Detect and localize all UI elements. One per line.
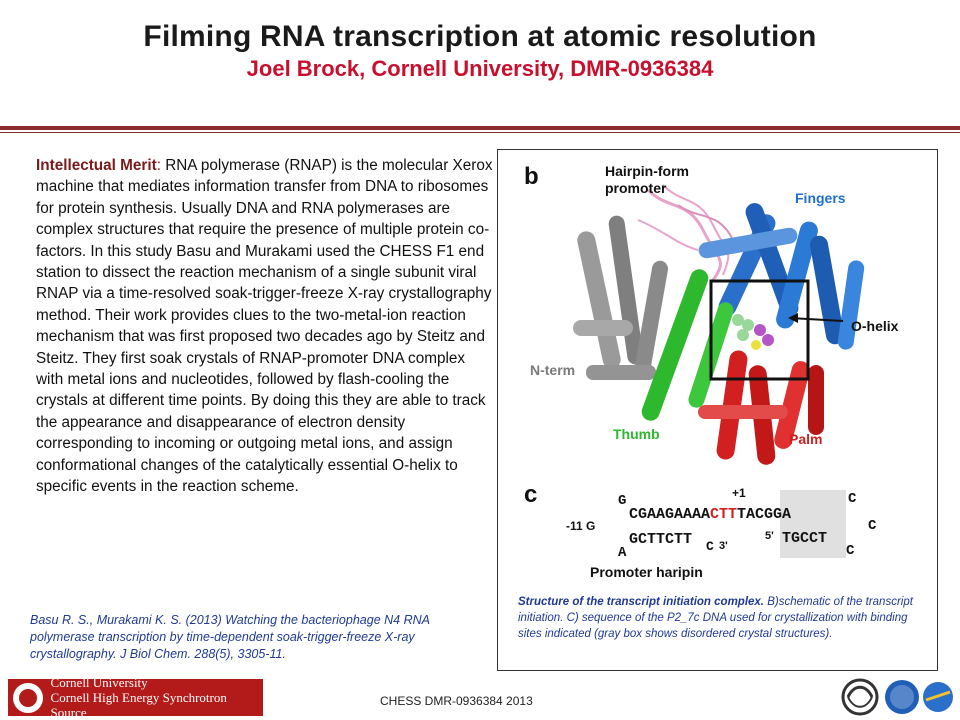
label-hairpin-line2: promoter <box>605 180 667 196</box>
label-ohelix: O-helix <box>851 318 899 334</box>
label-thumb: Thumb <box>613 426 660 442</box>
seq-top-black: CGAAGAAAA <box>629 506 710 523</box>
label-fingers: Fingers <box>795 190 846 206</box>
label-hairpin-line1: Hairpin-form <box>605 163 689 179</box>
seq-a-label: A <box>618 545 627 561</box>
five-prime-label: 5' <box>765 530 774 542</box>
label-palm: Palm <box>789 431 822 447</box>
seq-c-top: C <box>848 491 857 507</box>
caption-lead: Structure of the transcript initiation c… <box>518 596 765 608</box>
cornell-seal-icon <box>13 682 43 713</box>
panel-c-letter: c <box>524 481 537 508</box>
seq-bottom-left: GCTTCTT <box>629 531 692 548</box>
footer-text: CHESS DMR-0936384 2013 <box>380 694 533 708</box>
label-nterm: N-term <box>530 362 575 378</box>
merit-colon: : <box>156 157 161 174</box>
title-divider-thin <box>0 132 960 133</box>
figure-caption: Structure of the transcript initiation c… <box>518 594 923 642</box>
seq-top-red: CTT <box>710 506 737 523</box>
slide-title: Filming RNA transcription at atomic reso… <box>143 20 817 53</box>
seq-top-black2: TACGGA <box>737 506 791 523</box>
title-divider <box>0 126 960 130</box>
promoter-label: Promoter haripin <box>590 564 703 580</box>
citation: Basu R. S., Murakami K. S. (2013) Watchi… <box>30 613 430 661</box>
logo-text: Cornell University Cornell High Energy S… <box>51 675 263 720</box>
rnap-structure-illustration <box>573 184 865 465</box>
seq-c-bottom-small: C <box>706 539 714 554</box>
chess-swirl-icon <box>841 678 879 716</box>
caption-body: B)schematic of the transcript initiation… <box>518 596 913 640</box>
logo-line2: Cornell High Energy Synchrotron Source <box>50 690 227 720</box>
sequence-diagram: +1 G C CGAAGAAAACTTTACGGA C -11 G GCTTCT… <box>566 486 877 580</box>
disordered-region-box <box>780 490 846 558</box>
intellectual-merit-paragraph: Intellectual Merit: RNA polymerase (RNAP… <box>36 155 494 498</box>
seq-c-bottom-right: C <box>846 543 855 559</box>
figure-panel: b c Hairpin-form promoter Fingers O-heli… <box>497 149 938 671</box>
logo-line1: Cornell University <box>50 675 148 690</box>
merit-label: Intellectual Merit <box>36 157 157 174</box>
cornell-chess-logo: Cornell University Cornell High Energy S… <box>8 675 263 720</box>
three-prime-label: 3' <box>719 540 728 552</box>
merit-body: RNA polymerase (RNAP) is the molecular X… <box>36 157 493 496</box>
doe-logo-icon <box>923 682 953 712</box>
plus1-label: +1 <box>732 486 746 500</box>
seq-c-right: C <box>868 518 877 534</box>
seq-top-strand: CGAAGAAAACTTTACGGA <box>629 506 791 523</box>
panel-b-letter: b <box>524 163 539 190</box>
structure-figure: b c Hairpin-form promoter Fingers O-heli… <box>524 163 899 580</box>
seq-g-top: G <box>618 493 626 509</box>
seq-bottom-right: TGCCT <box>782 530 827 547</box>
nsf-logo-icon <box>885 680 919 714</box>
sponsor-logos <box>841 678 953 716</box>
minus11-label: -11 G <box>566 519 595 533</box>
slide-subtitle: Joel Brock, Cornell University, DMR-0936… <box>246 56 714 81</box>
